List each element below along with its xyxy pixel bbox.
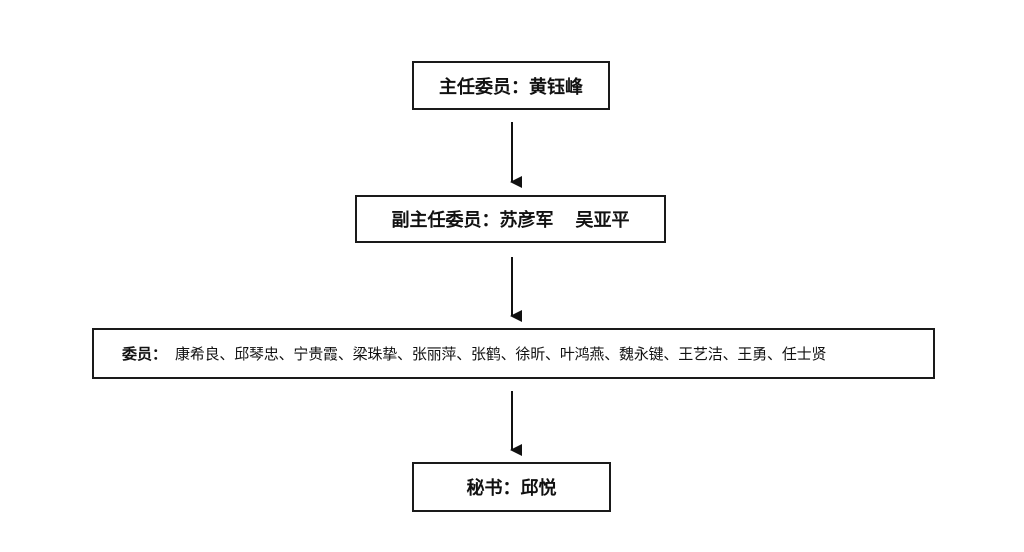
members-box: 委员： 康希良、邱琴忠、宁贵霞、梁珠挚、张丽萍、张鹤、徐昕、叶鸿燕、魏永键、王艺… [92, 328, 935, 379]
secretary-name: 邱悦 [520, 478, 557, 499]
vice-chair-box: 副主任委员： 苏彦军 吴亚平 [355, 195, 666, 243]
chair-label: 主任委员： [439, 76, 529, 98]
members-label: 委员： [122, 345, 168, 363]
vice-chair-label: 副主任委员： [391, 210, 500, 231]
chair-name: 黄钰峰 [529, 76, 583, 98]
vice-chair-name-1: 苏彦军 [499, 210, 554, 231]
chair-box: 主任委员： 黄钰峰 [412, 61, 610, 110]
secretary-label: 秘书： [466, 478, 521, 499]
vice-chair-name-2: 吴亚平 [575, 210, 630, 231]
members-names: 康希良、邱琴忠、宁贵霞、梁珠挚、张丽萍、张鹤、徐昕、叶鸿燕、魏永键、王艺洁、王勇… [175, 345, 827, 363]
secretary-box: 秘书： 邱悦 [412, 462, 611, 512]
